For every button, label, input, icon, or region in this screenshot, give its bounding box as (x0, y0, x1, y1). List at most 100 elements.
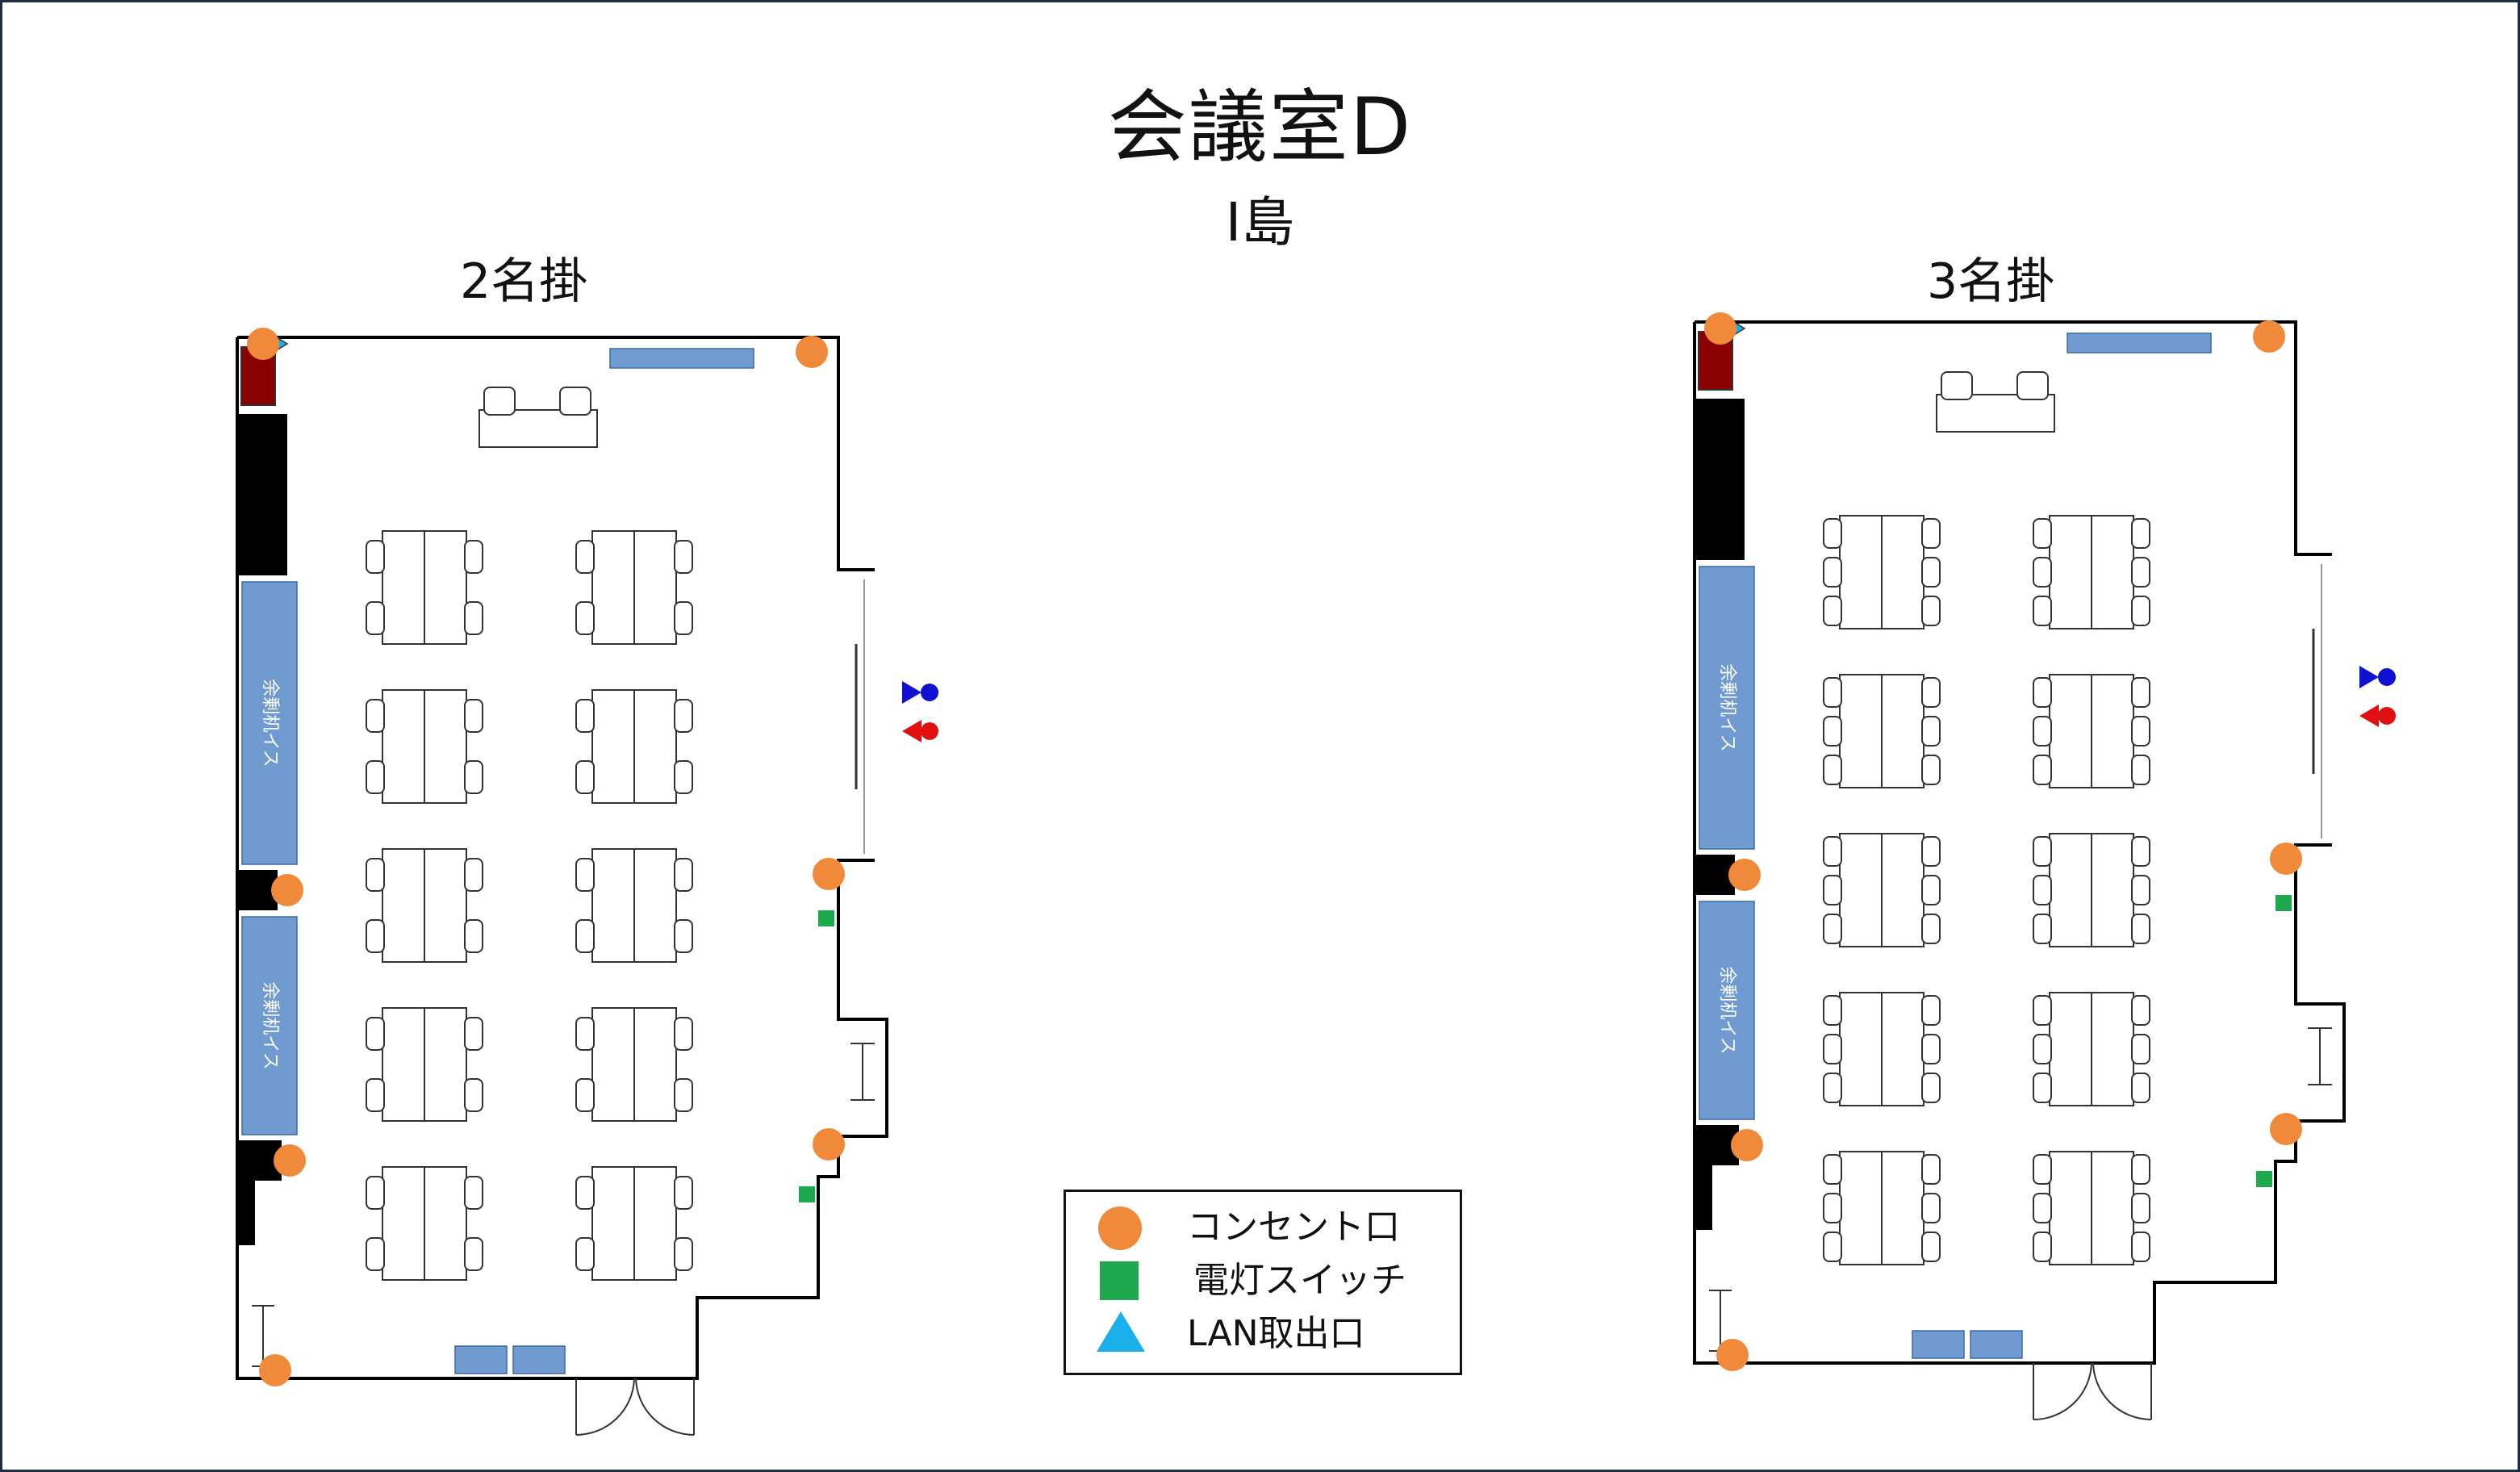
desk (1839, 833, 1883, 947)
chair (366, 919, 385, 953)
chair (2131, 995, 2150, 1026)
chair (1921, 1073, 1941, 1103)
storage-box (1912, 1330, 1965, 1359)
chair (575, 601, 595, 635)
light-switch-icon (818, 910, 834, 926)
chair (2033, 1154, 2052, 1185)
restroom-male-icon (921, 684, 938, 701)
chair (2033, 518, 2052, 549)
chair (1823, 596, 1842, 626)
chair (2131, 557, 2150, 588)
outlet-icon (259, 1354, 291, 1386)
legend-label-lan: LAN取出口 (1187, 1313, 1365, 1354)
desk (424, 530, 467, 645)
chair (464, 699, 483, 733)
desk (1881, 833, 1924, 947)
storage-label: 余剰机イス (1717, 663, 1737, 751)
chair (1921, 836, 1941, 867)
chair (575, 1176, 595, 1210)
chair (1921, 596, 1941, 626)
chair (2016, 371, 2049, 400)
chair (559, 387, 591, 416)
light-switch-icon (799, 1186, 815, 1202)
chair (674, 858, 693, 892)
chair (1921, 1232, 1941, 1262)
chair (2033, 875, 2052, 905)
desk (1881, 1151, 1924, 1265)
chair (2033, 914, 2052, 944)
outlet-icon (1716, 1339, 1749, 1371)
room-wall (237, 336, 875, 571)
chair (1921, 875, 1941, 905)
desk (2091, 992, 2134, 1106)
outlet-icon (2253, 320, 2285, 353)
chair (1823, 836, 1842, 867)
room-caption-right: 3名掛 (1927, 253, 2055, 310)
lectern-desk (1936, 394, 2055, 433)
restroom-female-icon (2378, 707, 2396, 725)
chair (1941, 371, 1973, 400)
desk (1839, 992, 1883, 1106)
chair (2131, 836, 2150, 867)
desk (1881, 515, 1924, 629)
chair (1921, 995, 1941, 1026)
desk (1881, 992, 1924, 1106)
chair (2131, 716, 2150, 746)
chair (575, 919, 595, 953)
chair (464, 1176, 483, 1210)
outlet-icon (1731, 1129, 1763, 1161)
chair (674, 699, 693, 733)
chair (1921, 1193, 1941, 1223)
storage-area (241, 916, 298, 1135)
room-wall (1695, 320, 2332, 556)
outlet-icon (271, 874, 303, 906)
outlet-icon (2270, 1113, 2302, 1145)
chair (674, 1078, 693, 1112)
wall-cabinet (239, 414, 287, 575)
desk (382, 1166, 425, 1281)
chair (366, 601, 385, 635)
chair (2131, 677, 2150, 708)
lectern-desk (479, 409, 598, 448)
chair (366, 858, 385, 892)
chair (464, 858, 483, 892)
storage-area (241, 581, 298, 865)
wall-cabinet (1696, 1125, 1739, 1230)
chair (483, 387, 516, 416)
room-caption-left: 2名掛 (460, 253, 588, 310)
desk (1839, 674, 1883, 788)
desk (382, 689, 425, 804)
chair (2131, 596, 2150, 626)
chair (2033, 1232, 2052, 1262)
legend-row-outlet: コンセント口 (1066, 1203, 1460, 1252)
outlet-icon (274, 1144, 306, 1177)
chair (1823, 677, 1842, 708)
desk (2049, 674, 2092, 788)
chair (2131, 755, 2150, 785)
legend-row-switch: 電灯スイッチ (1066, 1257, 1460, 1305)
whiteboard (609, 348, 754, 369)
chair (2033, 1193, 2052, 1223)
chair (464, 601, 483, 635)
desk (2091, 1151, 2134, 1265)
chair (1921, 518, 1941, 549)
chair (1921, 677, 1941, 708)
storage-area (1699, 566, 1755, 850)
chair (1823, 755, 1842, 785)
page-title: 会議室D (1107, 82, 1413, 174)
desk (2049, 1151, 2092, 1265)
desk (382, 848, 425, 963)
whiteboard (2067, 332, 2212, 353)
storage-box (454, 1345, 508, 1374)
chair (366, 1237, 385, 1271)
chair (2131, 1034, 2150, 1064)
chair (674, 1176, 693, 1210)
legend: コンセント口 電灯スイッチ LAN取出口 (1064, 1190, 1462, 1375)
desk (591, 530, 635, 645)
chair (575, 699, 595, 733)
desk (633, 689, 677, 804)
chair (1921, 716, 1941, 746)
chair (1823, 995, 1842, 1026)
chair (2131, 518, 2150, 549)
